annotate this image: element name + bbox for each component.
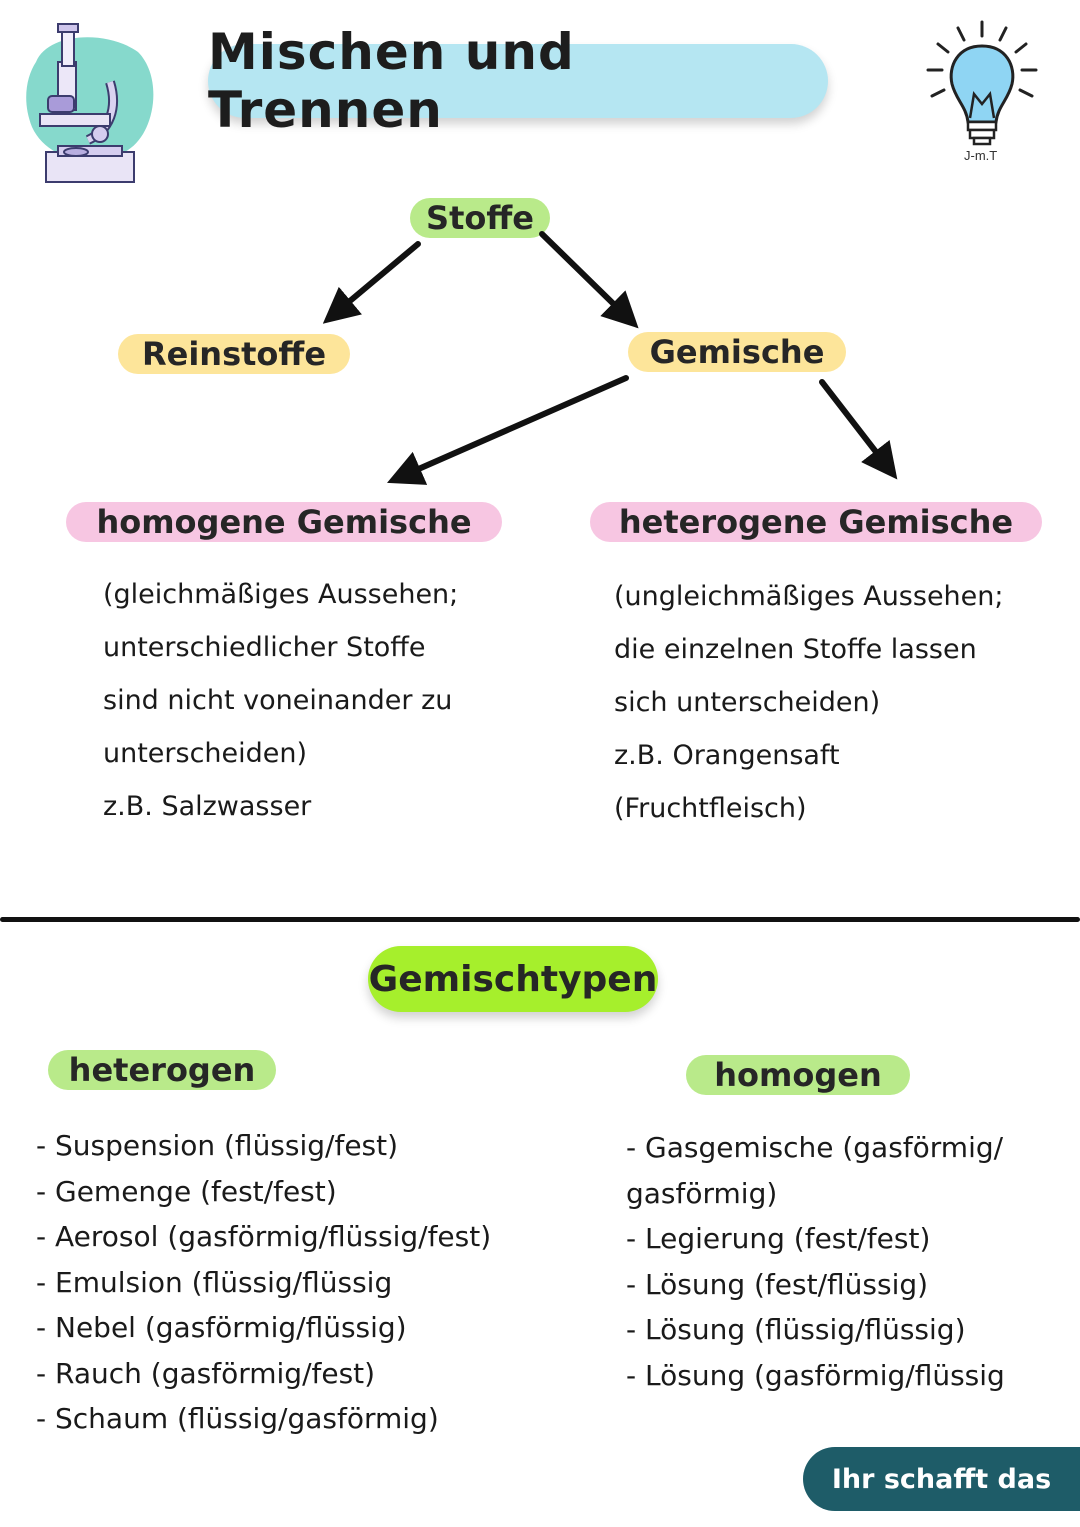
heterogeneous-line: (ungleichmäßiges Aussehen; bbox=[614, 581, 1004, 612]
homogeneous-line: unterscheiden) bbox=[103, 738, 308, 769]
homogeneous-line: unterschiedlicher Stoffe bbox=[103, 632, 426, 663]
list-item: - Lösung (flüssig/flüssig) bbox=[626, 1313, 966, 1346]
reinstoffe-label: Reinstoffe bbox=[118, 334, 350, 374]
list-item: - Gemenge (fest/fest) bbox=[36, 1174, 337, 1208]
homogen-label: homogen bbox=[686, 1055, 910, 1095]
homogeneous-line: z.B. Salzwasser bbox=[103, 791, 312, 822]
arrow-to-gemische bbox=[539, 231, 639, 329]
homogene-gemische-label: homogene Gemische bbox=[66, 502, 502, 542]
logo-text: J-m.T bbox=[964, 148, 998, 163]
list-item: - Aerosol (gasförmig/flüssig/fest) bbox=[36, 1220, 492, 1253]
heterogeneous-line: sich unterscheiden) bbox=[614, 687, 881, 718]
homogeneous-line: sind nicht voneinander zu bbox=[103, 685, 453, 716]
list-item: - Lösung (gasförmig/flüssig bbox=[626, 1358, 1005, 1392]
microscope-icon bbox=[26, 23, 154, 183]
heterogeneous-line: z.B. Orangensaft bbox=[614, 740, 840, 771]
list-item: - Rauch (gasförmig/fest) bbox=[36, 1356, 376, 1390]
arrow-to-reinstoffe bbox=[322, 241, 421, 324]
gemische-label: Gemische bbox=[628, 332, 846, 372]
list-item: - Lösung (fest/flüssig) bbox=[626, 1267, 929, 1301]
lightbulb-logo: J-m.T bbox=[920, 18, 1040, 168]
list-item: - Suspension (flüssig/fest) bbox=[36, 1129, 399, 1162]
heterogen-label: heterogen bbox=[48, 1050, 276, 1090]
tree-arrows bbox=[322, 231, 898, 485]
heterogeneous-line: die einzelnen Stoffe lassen bbox=[614, 634, 977, 665]
heterogeneous-description: (ungleichmäßiges Aussehen; die einzelnen… bbox=[614, 570, 1003, 835]
list-item: gasförmig) bbox=[626, 1176, 778, 1210]
list-item: - Gasgemische (gasförmig/ bbox=[626, 1131, 1004, 1164]
motivation-badge: Ihr schafft das bbox=[803, 1447, 1080, 1511]
list-item: - Nebel (gasförmig/flüssig) bbox=[36, 1311, 407, 1344]
homogeneous-line: (gleichmäßiges Aussehen; bbox=[103, 579, 459, 610]
arrow-to-heterogen bbox=[819, 379, 898, 480]
list-item: - Emulsion (flüssig/flüssig bbox=[36, 1265, 393, 1299]
list-item: - Schaum (flüssig/gasförmig) bbox=[36, 1402, 439, 1435]
heterogen-list: - Suspension (flüssig/fest) - Gemenge (f… bbox=[36, 1123, 491, 1442]
gemischtypen-title: Gemischtypen bbox=[368, 946, 658, 1012]
stoffe-label: Stoffe bbox=[410, 198, 550, 238]
heterogeneous-line: (Fruchtfleisch) bbox=[614, 793, 807, 824]
list-item: - Legierung (fest/fest) bbox=[626, 1222, 931, 1255]
lightbulb-icon bbox=[926, 20, 1038, 146]
homogeneous-description: (gleichmäßiges Aussehen; unterschiedlich… bbox=[103, 568, 458, 833]
homogen-list: - Gasgemische (gasförmig/ gasförmig) - L… bbox=[626, 1125, 1005, 1398]
section-divider bbox=[0, 917, 1080, 922]
heterogene-gemische-label: heterogene Gemische bbox=[590, 502, 1042, 542]
arrow-to-homogen bbox=[387, 375, 629, 485]
